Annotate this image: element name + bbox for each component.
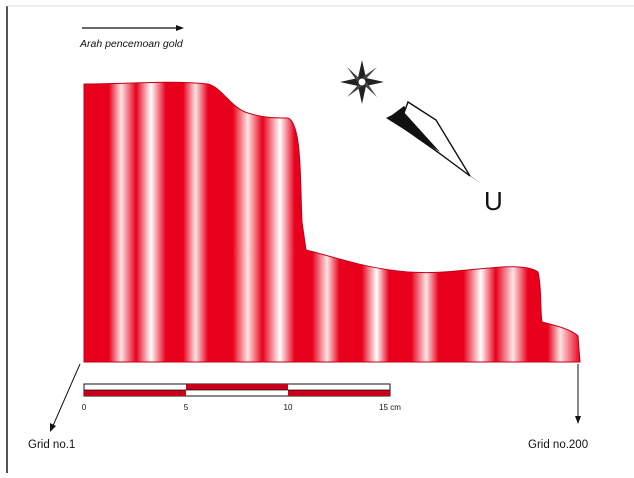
grid-end-label: Grid no.200 (528, 439, 588, 451)
scale-tick-label: 10 (284, 403, 293, 412)
north-label: U (484, 186, 503, 216)
north-arrow-icon (386, 100, 482, 184)
scale-segment (288, 390, 390, 396)
grid-start-pointer (50, 363, 81, 432)
scale-tick-label: 5 (184, 403, 189, 412)
compass-rose-icon (340, 60, 384, 104)
scale-tick-label: 0 (82, 403, 87, 412)
scale-tick-label: 15 cm (379, 403, 401, 412)
scale-segment (186, 384, 288, 390)
scale-segment (84, 390, 186, 396)
direction-label: Arah pencemoan gold (79, 38, 184, 50)
direction-arrow (82, 25, 184, 31)
scale-bar (83, 383, 391, 397)
grid-start-label: Grid no.1 (28, 439, 75, 451)
profile-shape (83, 81, 581, 363)
grid-end-pointer (575, 364, 581, 424)
